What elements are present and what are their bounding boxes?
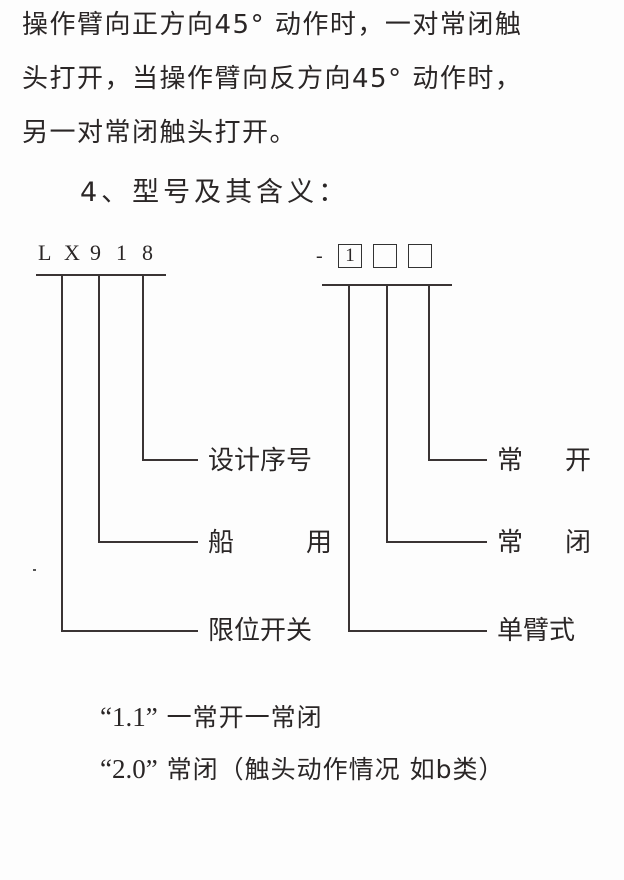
label-limit-switch: 限位开关 — [208, 616, 313, 646]
left-branch-vertical-2 — [98, 274, 100, 542]
label-single-arm: 单臂式 — [497, 616, 576, 646]
scan-speck — [33, 569, 36, 571]
label-design-number: 设计序号 — [208, 446, 313, 476]
label-normally-open-char-2: 开 — [564, 446, 591, 476]
section-heading: 4、型号及其含义： — [80, 177, 350, 208]
model-code-right: - 1 — [316, 244, 443, 268]
note-1-code: “1.1” — [100, 702, 158, 732]
note-2: “2.0” 常闭（触头动作情况 如b类） — [100, 750, 505, 786]
code-dash: - — [316, 244, 323, 267]
code-char-x: X — [64, 240, 80, 265]
note-2-code: “2.0” — [100, 754, 158, 784]
right-leader-single-arm — [348, 630, 487, 632]
left-branch-vertical-3 — [142, 274, 144, 460]
label-marine-use-char-2: 用 — [305, 528, 332, 558]
paragraph-line-2: 头打开，当操作臂向反方向45° 动作时， — [22, 64, 523, 94]
label-normally-open-char-1: 常 — [497, 446, 524, 476]
note-2-text: 常闭（触头动作情况 如b类） — [166, 755, 505, 784]
code-char-l: L — [38, 240, 52, 265]
code-box-1: 1 — [338, 244, 362, 268]
left-leader-limit-switch — [61, 630, 198, 632]
label-marine-use-char-1: 船 — [208, 528, 235, 558]
paragraph-line-3: 另一对常闭触头打开。 — [22, 118, 298, 148]
right-branch-vertical-3 — [428, 284, 430, 460]
left-branch-vertical-1 — [61, 274, 63, 631]
note-1: “1.1” 一常开一常闭 — [100, 698, 323, 734]
note-1-text: 一常开一常闭 — [166, 703, 323, 732]
right-branch-vertical-1 — [348, 284, 350, 631]
left-leader-design-number — [142, 459, 198, 461]
code-box-2 — [373, 244, 397, 268]
paragraph-line-1: 操作臂向正方向45° 动作时，一对常闭触 — [22, 10, 523, 40]
label-normally-open: 常 开 — [497, 446, 591, 476]
right-leader-normally-open — [428, 459, 487, 461]
label-normally-closed-char-2: 闭 — [564, 528, 591, 558]
code-char-1: 1 — [116, 240, 127, 265]
right-leader-normally-closed — [386, 541, 487, 543]
left-leader-marine — [98, 541, 198, 543]
code-char-8: 8 — [142, 240, 153, 265]
code-char-9: 9 — [90, 240, 101, 265]
code-box-3 — [408, 244, 432, 268]
right-branch-vertical-2 — [386, 284, 388, 542]
label-marine-use: 船 用 — [208, 528, 332, 558]
label-normally-closed: 常 闭 — [497, 528, 591, 558]
label-normally-closed-char-1: 常 — [497, 528, 524, 558]
left-underline — [36, 274, 166, 276]
